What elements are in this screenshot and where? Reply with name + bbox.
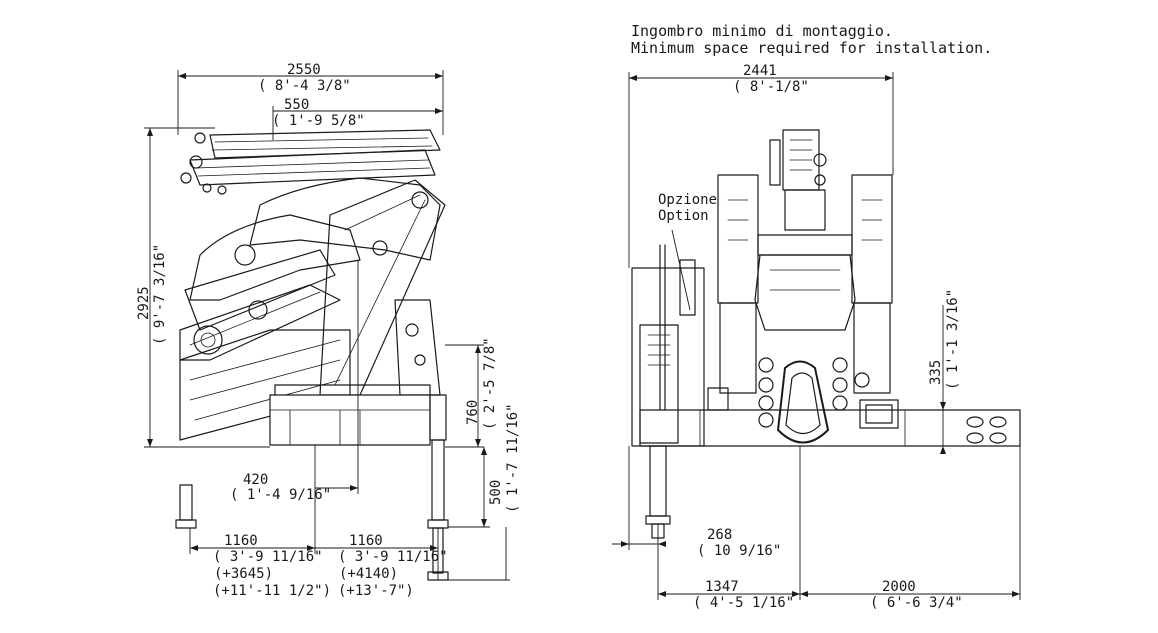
dim-760-mm: 760 <box>465 400 481 425</box>
option-label-en: Option <box>658 208 709 224</box>
side-view-crane <box>175 129 449 581</box>
option-label-it: Opzione <box>658 192 717 208</box>
dim-1160-right-imp: ( 3'-9 11/16" <box>338 549 448 565</box>
dim-1160-left-mm: 1160 <box>224 533 258 549</box>
dim-550-mm: 550 <box>284 97 309 113</box>
dim-2000-imp: ( 6'-6 3/4" <box>870 595 963 611</box>
dim-2550-mm: 2550 <box>287 62 321 78</box>
dim-550-imp: ( 1'-9 5/8" <box>272 113 365 129</box>
dim-420-imp: ( 1'-4 9/16" <box>230 487 331 503</box>
rear-view-dimensions <box>612 72 1021 600</box>
dim-2441-mm: 2441 <box>743 63 777 79</box>
dim-1160-left-ext-imp: (+11'-11 1/2") <box>213 583 331 599</box>
dim-2441-imp: ( 8'-1/8" <box>733 79 809 95</box>
dim-268-mm: 268 <box>707 527 732 543</box>
dim-1160-left-imp: ( 3'-9 11/16" <box>213 549 323 565</box>
note-italian: Ingombro minimo di montaggio. <box>631 22 893 40</box>
dim-2000-mm: 2000 <box>882 579 916 595</box>
dim-2925-imp: ( 9'-7 3/16" <box>152 244 168 345</box>
dim-335-mm: 335 <box>928 360 944 385</box>
dim-500-mm: 500 <box>488 480 504 505</box>
dim-2550-imp: ( 8'-4 3/8" <box>258 78 351 94</box>
dim-500-imp: ( 1'-7 11/16" <box>505 403 521 513</box>
dim-1160-right-ext: (+4140) <box>339 566 398 582</box>
note-english: Minimum space required for installation. <box>631 39 992 57</box>
dim-1160-right-ext-imp: (+13'-7") <box>338 583 414 599</box>
dim-268-imp: ( 10 9/16" <box>697 543 781 559</box>
dim-335-imp: ( 1'-1 3/16" <box>945 289 961 390</box>
side-view-dimensions <box>144 70 510 581</box>
dim-2925-mm: 2925 <box>136 286 152 320</box>
side-view-labels: 2550 ( 8'-4 3/8" 550 ( 1'-9 5/8" 2925 ( … <box>136 62 521 599</box>
rear-view-labels: 2441 ( 8'-1/8" Opzione Option 335 ( 1'-1… <box>658 63 963 611</box>
dim-420-mm: 420 <box>243 472 268 488</box>
dim-1347-mm: 1347 <box>705 579 739 595</box>
dim-1160-right-mm: 1160 <box>349 533 383 549</box>
dim-1160-left-ext: (+3645) <box>214 566 273 582</box>
dim-760-imp: ( 2'-5 7/8" <box>482 337 498 430</box>
dim-1347-imp: ( 4'-5 1/16" <box>693 595 794 611</box>
